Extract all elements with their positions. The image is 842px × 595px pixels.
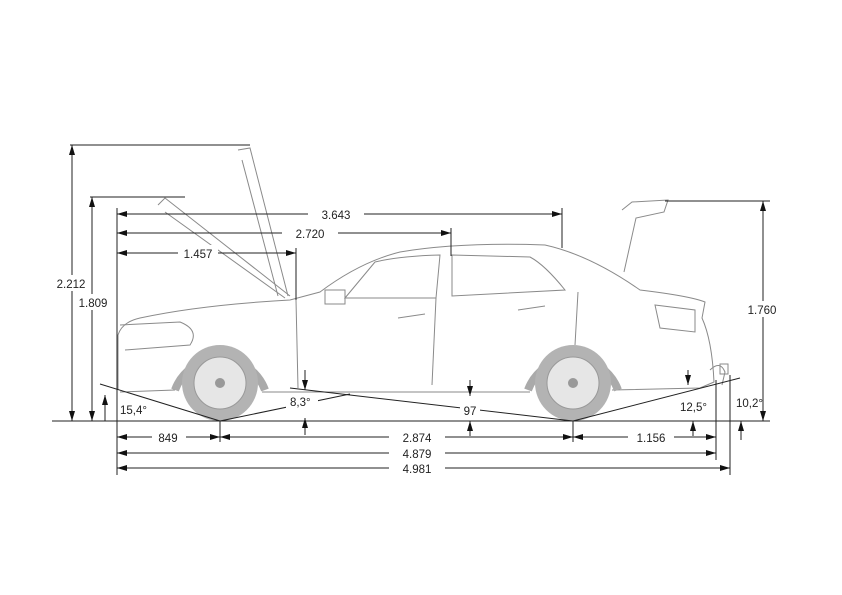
label-2212: 2.212 — [57, 279, 86, 291]
dimension-labels: 3.643 2.720 1.457 849 2.874 1.156 4.879 … — [54, 206, 779, 476]
label-3643: 3.643 — [322, 210, 351, 222]
label-1809: 1.809 — [79, 298, 108, 310]
label-1457: 1.457 — [184, 249, 213, 261]
label-849: 849 — [158, 433, 177, 445]
open-hood-max — [237, 147, 289, 297]
label-1760: 1.760 — [748, 305, 777, 317]
label-departure-angle-hitch: 10,2° — [736, 398, 763, 410]
reference-lines — [52, 144, 770, 475]
front-wheel — [171, 345, 269, 421]
label-departure-angle: 12,5° — [680, 402, 707, 414]
rear-wheel — [524, 345, 622, 421]
label-4879: 4.879 — [403, 449, 432, 461]
label-ground-clearance: 97 — [464, 406, 477, 418]
open-trunk — [621, 199, 669, 273]
label-4981: 4.981 — [403, 464, 432, 476]
label-2720: 2.720 — [296, 229, 325, 241]
car-outline — [117, 147, 729, 393]
label-ramp-angle: 8,3° — [290, 397, 311, 409]
label-approach-angle: 15,4° — [120, 405, 147, 417]
label-1156: 1.156 — [637, 433, 666, 445]
label-2874: 2.874 — [403, 433, 432, 445]
open-hood — [157, 197, 291, 299]
